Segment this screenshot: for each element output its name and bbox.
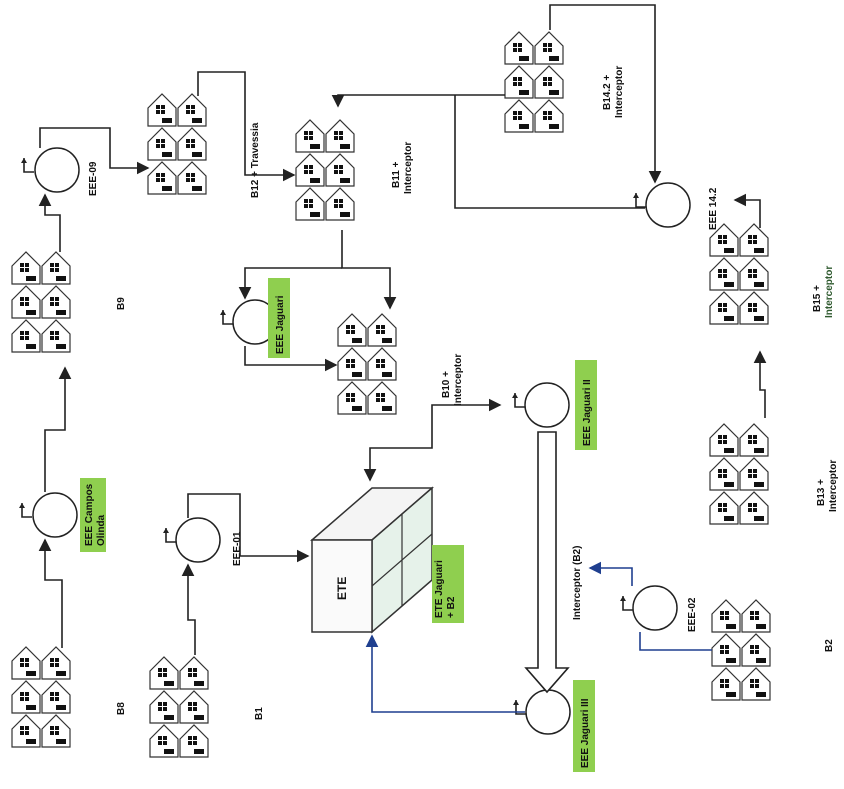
label-b8: B8 [116,702,127,715]
flow-b11-jaguari [238,267,342,300]
flow-top-eee142 [549,4,662,184]
b13-line2: Interceptor [828,460,839,512]
label-b15: B15 + Interceptor [812,266,835,318]
label-b10: B10 + Interceptor [441,354,464,406]
green-label-jaguari: EEE Jaguari [275,295,286,354]
cluster-b10 [338,314,396,414]
flow-b2-eee02 [639,632,712,651]
house-cluster-icon [710,224,768,324]
ete-line1: ETE Jaguari [434,560,445,618]
house-cluster-icon [12,252,70,352]
plant-label: ETE [335,577,349,600]
label-b9: B9 [116,297,127,310]
pump-station-icon [175,517,221,563]
campos-line1: EEE Campos [84,483,95,546]
station-eee02 [620,585,678,631]
station-eee142 [633,182,691,228]
flow-b10-ete [363,420,433,482]
cluster-b12 [148,94,206,194]
pump-station-icon [645,182,691,228]
pump-station-icon [524,382,570,428]
b15-line2: Interceptor [824,266,835,318]
cluster-b15 [710,224,768,324]
b10-line2: Interceptor [453,354,464,406]
label-eee02: EEE-02 [687,597,698,632]
house-cluster-icon [712,600,770,700]
green-box-jaguari3: EEE Jaguari III [573,680,595,772]
flow-b9-eee09 [38,193,61,252]
cluster-b2 [712,600,770,700]
flow-b10-jaguari2 [431,398,502,420]
label-eee142: EEE 14.2 [708,187,719,230]
station-jaguari3 [513,689,571,735]
label-b12: B12 + Travessia [250,122,261,198]
b15-line1: B15 + [812,285,823,312]
label-b14: B14.2 + Interceptor [602,66,625,118]
house-cluster-icon [148,94,206,194]
flow-b14-b11 [331,94,505,108]
house-cluster-icon [150,657,208,757]
b14-line2: Interceptor [614,66,625,118]
ete-line2: + B2 [446,596,457,618]
flow-b12-b11 [197,71,296,182]
b10-line1: B10 + [441,371,452,398]
flow-jaguari-b10 [244,346,338,372]
flow-eee09-b12 [39,127,150,175]
house-cluster-icon [12,647,70,747]
label-eee01: EEE-01 [232,531,243,566]
flow-eee142-b11 [454,95,645,209]
house-cluster-icon [505,32,563,132]
station-jaguari2 [512,382,570,428]
station-eee09 [21,147,80,193]
green-label-jaguari3: EEE Jaguari III [580,698,591,768]
cluster-b1 [150,657,208,757]
cluster-b13 [710,424,768,524]
b13-line1: B13 + [816,479,827,506]
house-cluster-icon [296,120,354,220]
flow-eee01-ete [187,493,310,563]
green-label-campos: EEE Campos Olinda [84,481,107,546]
flow-b1-eee01 [181,563,196,655]
label-b2: B2 [824,639,835,652]
station-eee01 [163,517,221,563]
b14-line1: B14.2 + [602,75,613,110]
green-box-ete: ETE Jaguari + B2 [432,545,464,623]
flow-campos-b9 [44,366,72,492]
label-b11: B11 + Interceptor [391,142,414,194]
green-box-campos: EEE Campos Olinda [80,478,107,552]
b11-line2: Interceptor [403,142,414,194]
green-box-jaguari: EEE Jaguari [268,278,290,358]
campos-line2: Olinda [96,514,107,546]
green-label-jaguari2: EEE Jaguari II [582,379,593,446]
flow-b11-b10 [341,230,397,310]
green-box-jaguari2: EEE Jaguari II [575,360,597,450]
pump-station-icon [525,689,571,735]
green-label-ete: ETE Jaguari + B2 [434,557,457,618]
cluster-b8 [12,647,70,747]
pump-station-icon [632,585,678,631]
label-eee09: EEE-09 [88,161,99,196]
flow-eee02-interceptor [588,561,633,586]
flow-b15-eee142 [733,193,761,228]
station-campos [19,492,78,538]
pump-station-icon [34,147,80,193]
house-cluster-icon [338,314,396,414]
label-b13: B13 + Interceptor [816,460,839,512]
label-b1: B1 [254,707,265,720]
cluster-b14 [505,32,563,132]
cluster-b9 [12,252,70,352]
b11-line1: B11 + [391,161,402,188]
flow-jaguari2-jaguari3 [524,431,570,694]
cluster-b11 [296,120,354,220]
pump-station-icon [32,492,78,538]
flow-b13-b15 [753,350,767,418]
flow-jaguari3-ete [365,634,525,713]
flow-b8-campos [38,538,63,648]
label-interceptor-b2: Interceptor (B2) [572,546,583,620]
treatment-plant-icon: ETE [309,486,435,634]
house-cluster-icon [710,424,768,524]
